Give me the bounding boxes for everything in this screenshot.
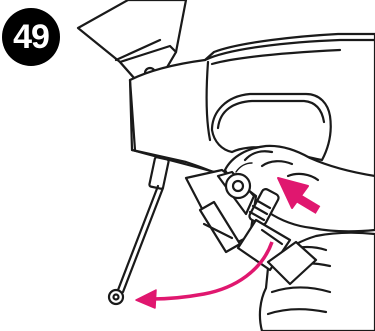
locking-pin [109, 157, 169, 304]
